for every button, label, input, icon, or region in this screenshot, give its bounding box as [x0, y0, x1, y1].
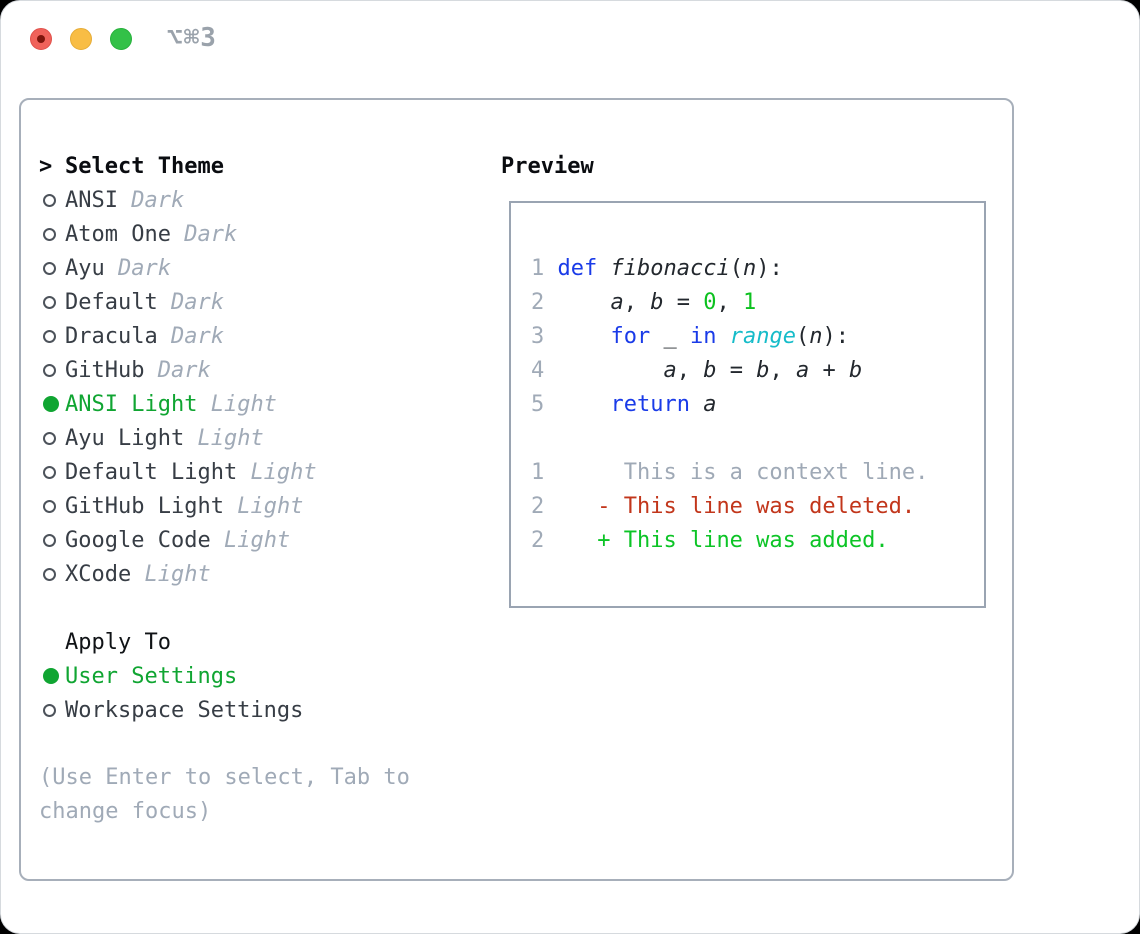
- apply-option-workspace-settings[interactable]: Workspace Settings: [39, 693, 303, 727]
- close-button[interactable]: [30, 28, 52, 50]
- radio-icon[interactable]: [43, 193, 56, 207]
- option-label: Ayu Dark: [65, 255, 171, 281]
- option-label: Default Light Light: [65, 459, 317, 485]
- radio-icon[interactable]: [43, 465, 56, 479]
- theme-option-ayu-light[interactable]: Ayu Light Light: [39, 421, 317, 455]
- option-label: XCode Light: [65, 561, 211, 587]
- usage-hint: (Use Enter to select, Tab to change focu…: [39, 765, 410, 824]
- option-label: User Settings: [65, 663, 238, 689]
- radio-icon[interactable]: [43, 499, 56, 513]
- theme-option-default[interactable]: Default Dark: [39, 285, 317, 319]
- keyboard-shortcut-label: ⌥⌘3: [167, 23, 217, 53]
- theme-option-atom-one[interactable]: Atom One Dark: [39, 217, 317, 251]
- option-label: Google Code Light: [65, 527, 291, 553]
- diff-line: 2 + This line was added.: [531, 528, 889, 553]
- radio-icon[interactable]: [43, 261, 56, 275]
- radio-icon[interactable]: [43, 295, 56, 309]
- theme-option-xcode[interactable]: XCode Light: [39, 557, 317, 591]
- radio-icon[interactable]: [43, 363, 56, 377]
- preview-header: Preview: [501, 149, 594, 183]
- select-theme-title: Select Theme: [65, 153, 224, 179]
- preview-box: 1 def fibonacci(n): 2 a, b = 0, 1 3 for _ …: [509, 201, 986, 608]
- titlebar: [30, 28, 132, 50]
- radio-icon[interactable]: [43, 703, 56, 717]
- minimize-button[interactable]: [70, 28, 92, 50]
- preview-title: Preview: [501, 153, 594, 179]
- option-label: Workspace Settings: [65, 697, 304, 723]
- modified-indicator-dot: [37, 35, 45, 43]
- blank-line: [531, 422, 984, 456]
- theme-option-github[interactable]: GitHub Dark: [39, 353, 317, 387]
- apply-to-header: Apply To: [39, 625, 303, 659]
- theme-option-default-light[interactable]: Default Light Light: [39, 455, 317, 489]
- select-theme-header: > Select Theme: [39, 149, 317, 183]
- code-line: 2 a, b = 0, 1: [531, 290, 757, 315]
- option-label: Ayu Light Light: [65, 425, 264, 451]
- zoom-button[interactable]: [110, 28, 132, 50]
- theme-option-dracula[interactable]: Dracula Dark: [39, 319, 317, 353]
- option-label: Atom One Dark: [65, 221, 238, 247]
- radio-selected-icon[interactable]: [43, 396, 59, 412]
- apply-to-title: Apply To: [65, 629, 171, 655]
- radio-icon[interactable]: [43, 533, 56, 547]
- option-label: GitHub Dark: [65, 357, 211, 383]
- diff-line: 2 - This line was deleted.: [531, 494, 916, 519]
- focus-caret-icon: >: [39, 153, 53, 179]
- theme-option-ansi-light[interactable]: ANSI Light Light: [39, 387, 317, 421]
- apply-option-user-settings[interactable]: User Settings: [39, 659, 303, 693]
- diff-line: 1 This is a context line.: [531, 460, 929, 485]
- theme-option-ansi[interactable]: ANSI Dark: [39, 183, 317, 217]
- theme-option-google-code[interactable]: Google Code Light: [39, 523, 317, 557]
- option-label: Default Dark: [65, 289, 224, 315]
- option-label: ANSI Light Light: [65, 391, 277, 417]
- radio-icon[interactable]: [43, 227, 56, 241]
- code-line: 4 a, b = b, a + b: [531, 358, 863, 383]
- theme-option-ayu[interactable]: Ayu Dark: [39, 251, 317, 285]
- option-label: GitHub Light Light: [65, 493, 304, 519]
- radio-icon[interactable]: [43, 329, 56, 343]
- code-preview: 1 def fibonacci(n): 2 a, b = 0, 1 3 for _ …: [511, 203, 984, 558]
- radio-icon[interactable]: [43, 567, 56, 581]
- radio-selected-icon[interactable]: [43, 668, 59, 684]
- code-line: 3 for _ in range(n):: [531, 324, 849, 349]
- code-line: 1 def fibonacci(n):: [531, 256, 783, 281]
- option-label: Dracula Dark: [65, 323, 224, 349]
- code-line: 5 return a: [531, 392, 717, 417]
- option-label: ANSI Dark: [65, 187, 185, 213]
- radio-icon[interactable]: [43, 431, 56, 445]
- theme-option-github-light[interactable]: GitHub Light Light: [39, 489, 317, 523]
